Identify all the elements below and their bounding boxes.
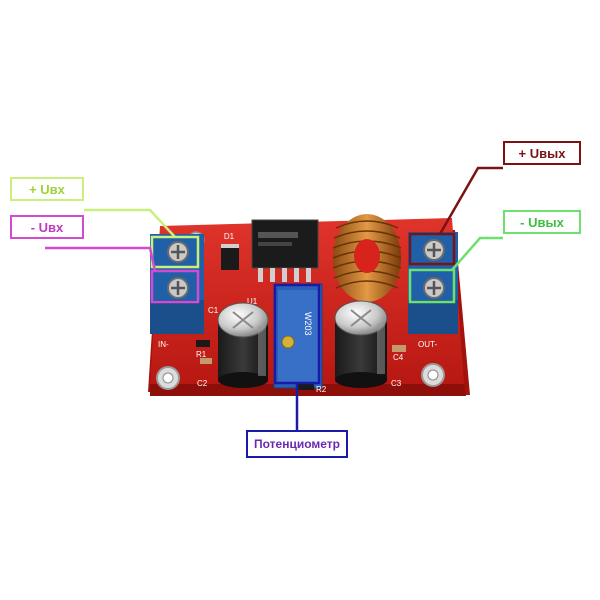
highlight-vout-minus <box>408 268 456 304</box>
highlight-vin-minus <box>150 269 200 304</box>
inductor-coil <box>332 214 402 302</box>
silk-pot-code: W203 <box>303 312 313 336</box>
silk-r2: R2 <box>316 385 327 394</box>
silk-c3: C3 <box>391 379 402 388</box>
mounting-hole-right <box>421 363 445 387</box>
label-potentiometer: Потенциометр <box>246 430 348 458</box>
silk-in-minus: IN- <box>158 340 169 349</box>
diode-d1: D1 <box>221 232 239 270</box>
leader-vin-plus <box>84 208 176 238</box>
label-vout-plus: + Uвых <box>503 141 581 165</box>
label-vout-minus: - Uвых <box>503 210 581 234</box>
silk-out-minus: OUT- <box>418 340 437 349</box>
mounting-hole-left <box>156 366 180 390</box>
silk-c1: C1 <box>208 306 219 315</box>
highlight-vout-plus <box>408 232 456 266</box>
leader-vout-minus <box>451 236 503 271</box>
capacitor-c3 <box>334 300 388 388</box>
input-terminal-block <box>150 234 204 334</box>
ic-u1: U1 <box>247 219 319 306</box>
silk-c2: C2 <box>197 379 208 388</box>
label-vin-minus: - Uвх <box>10 215 84 239</box>
silk-r1: R1 <box>196 350 207 359</box>
label-vin-plus: + Uвх <box>10 177 84 201</box>
smd-components <box>196 340 406 390</box>
silk-c4: C4 <box>393 353 404 362</box>
silkscreen-labels: IN- OUT- R1 C4 C2 C3 R2 C1 <box>158 306 437 394</box>
capacitor-c2 <box>217 302 269 388</box>
potentiometer-trimmer: W203 <box>273 283 323 389</box>
leader-vout-plus <box>438 166 503 235</box>
leader-vin-minus <box>45 246 157 272</box>
output-terminal-block <box>408 232 458 334</box>
silk-d1: D1 <box>224 232 235 241</box>
silk-u1: U1 <box>247 297 258 306</box>
